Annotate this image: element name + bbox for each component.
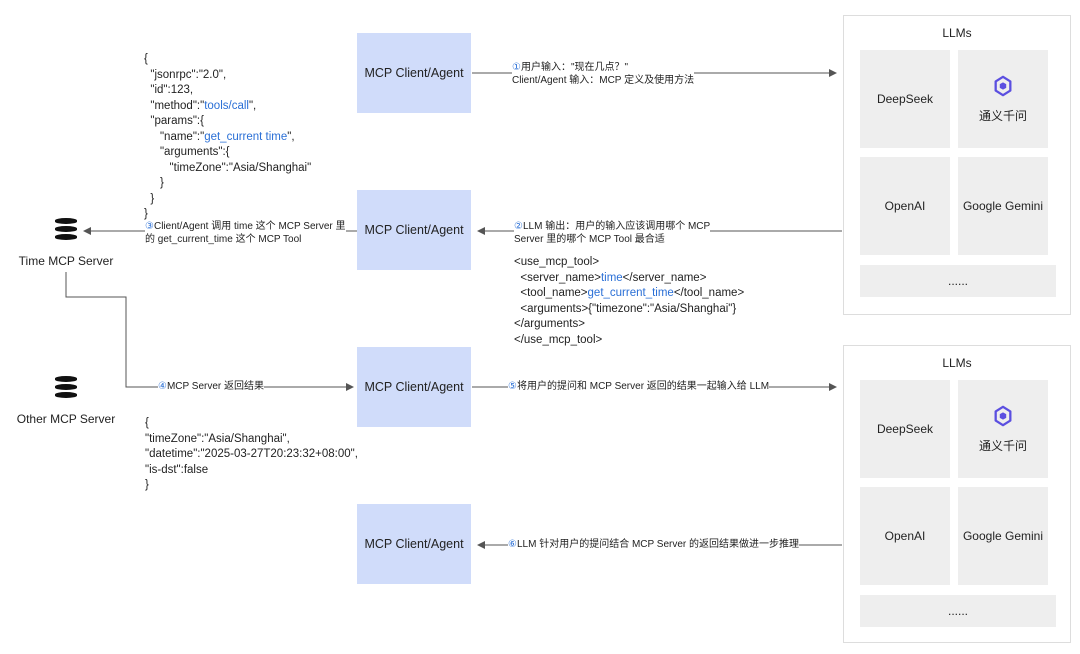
llm-label: Google Gemini xyxy=(962,529,1044,543)
qwen-icon xyxy=(994,75,1012,96)
llm-label: 通义千问 xyxy=(978,438,1027,453)
llm-more: ...... xyxy=(860,595,1056,627)
step4-label: ④MCP Server 返回结果 xyxy=(158,381,265,394)
agent-label: MCP Client/Agent xyxy=(364,537,464,551)
agent-label: MCP Client/Agent xyxy=(364,223,464,237)
step1-label: ①用户输入："现在几点？" Client/Agent 输入：MCP 定义及使用方… xyxy=(512,62,695,87)
llm-more: ...... xyxy=(860,265,1056,297)
step3-label: ③Client/Agent 调用 time 这个 MCP Server 里 的 … xyxy=(145,221,346,246)
other-mcp-server-label: Other MCP Server xyxy=(16,412,116,426)
time-mcp-server-label: Time MCP Server xyxy=(18,254,114,268)
llm-openai: OpenAI xyxy=(860,157,950,255)
use-mcp-tool-block: <use_mcp_tool> <server_name>time</server… xyxy=(514,256,745,346)
result-json-block: { "timeZone":"Asia/Shanghai", "datetime"… xyxy=(145,417,358,491)
mcp-client-agent-4: MCP Client/Agent xyxy=(357,504,471,584)
qwen-icon xyxy=(994,405,1012,426)
step6-label: ⑥LLM 针对用户的提问结合 MCP Server 的返回结果做进一步推理 xyxy=(508,539,800,552)
llm-gemini: Google Gemini xyxy=(958,487,1048,585)
llm-gemini: Google Gemini xyxy=(958,157,1048,255)
agent-label: MCP Client/Agent xyxy=(364,380,464,394)
llm-label: Google Gemini xyxy=(962,199,1044,213)
panel-title: LLMs xyxy=(942,356,972,370)
llm-label: OpenAI xyxy=(884,199,926,213)
more-label: ...... xyxy=(947,604,968,618)
step5-label: ⑤将用户的提问和 MCP Server 返回的结果一起输入给 LLM xyxy=(508,381,770,394)
llms-panel-bottom: LLMs DeepSeek 通义千问 OpenAI Google Gemini … xyxy=(843,345,1071,643)
llms-panel-top: LLMs DeepSeek 通义千问 OpenAI Google Gemini … xyxy=(843,15,1071,315)
mcp-client-agent-2: MCP Client/Agent xyxy=(357,190,471,270)
llm-deepseek: DeepSeek xyxy=(860,380,950,478)
llm-label: DeepSeek xyxy=(876,92,934,106)
agent-label: MCP Client/Agent xyxy=(364,66,464,80)
llm-label: OpenAI xyxy=(884,529,926,543)
llm-openai: OpenAI xyxy=(860,487,950,585)
database-icon xyxy=(55,218,77,242)
panel-title: LLMs xyxy=(942,26,972,40)
arrow-step4 xyxy=(65,272,354,391)
llm-qwen: 通义千问 xyxy=(958,380,1048,478)
mcp-client-agent-3: MCP Client/Agent xyxy=(357,347,471,427)
llm-label: DeepSeek xyxy=(876,422,934,436)
llm-label: 通义千问 xyxy=(978,108,1027,123)
step2-label: ②LLM 输出：用户的输入应该调用哪个 MCP Server 里的哪个 MCP … xyxy=(514,221,711,246)
llm-deepseek: DeepSeek xyxy=(860,50,950,148)
request-json-block: { "jsonrpc":"2.0", "id":123, "method":"t… xyxy=(144,53,312,220)
llm-qwen: 通义千问 xyxy=(958,50,1048,148)
database-icon xyxy=(55,376,77,400)
mcp-client-agent-1: MCP Client/Agent xyxy=(357,33,471,113)
more-label: ...... xyxy=(947,274,968,288)
